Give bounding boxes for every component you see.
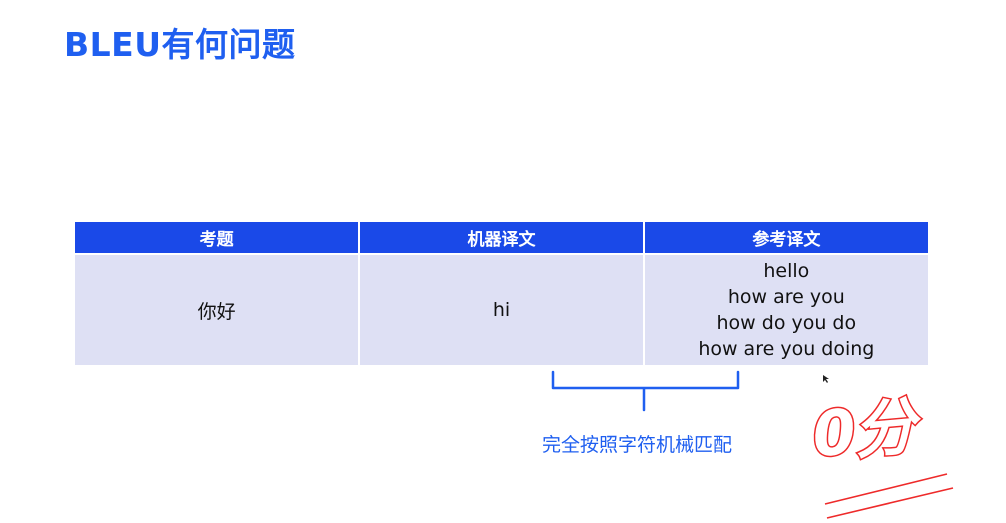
mechanical-match-caption: 完全按照字符机械匹配 bbox=[542, 434, 733, 456]
curly-brace-icon bbox=[551, 370, 740, 412]
red-strike-lines-icon bbox=[824, 473, 954, 519]
header-question: 考题 bbox=[75, 222, 361, 254]
cell-reference-translations: hello how are you how do you do how are … bbox=[643, 253, 928, 365]
cell-question: 你好 bbox=[75, 253, 361, 365]
reference-line: hello bbox=[763, 260, 810, 282]
reference-line: how are you bbox=[727, 286, 845, 308]
reference-line: how do you do bbox=[716, 312, 857, 334]
header-reference-translation: 参考译文 bbox=[643, 222, 928, 254]
cell-machine-translation: hi bbox=[359, 253, 645, 365]
table-header-row: 考题 机器译文 参考译文 bbox=[75, 222, 928, 254]
slide-title: BLEU有何问题 bbox=[64, 25, 296, 64]
table-row: 你好 hi hello how are you how do you do ho… bbox=[75, 253, 928, 365]
comparison-table: 考题 机器译文 参考译文 你好 hi hello how are you how… bbox=[75, 222, 928, 365]
header-machine-translation: 机器译文 bbox=[359, 222, 645, 254]
zero-score-annotation: 0分 bbox=[808, 388, 918, 473]
reference-line: how are you doing bbox=[698, 338, 875, 360]
mouse-cursor-icon bbox=[823, 375, 829, 383]
